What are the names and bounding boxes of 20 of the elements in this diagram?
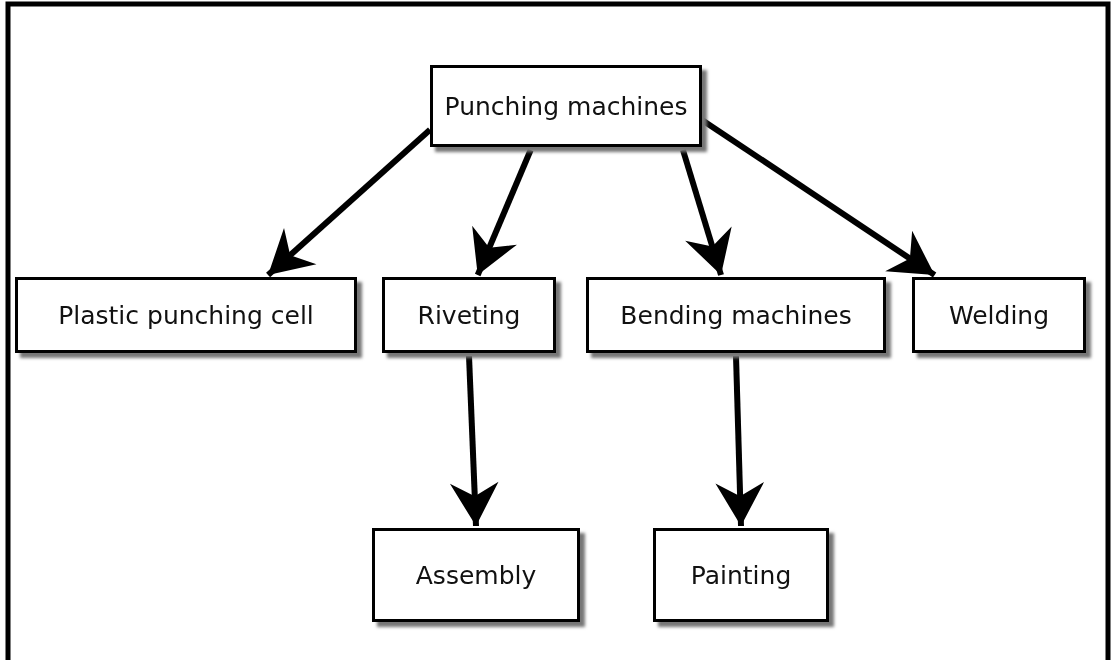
box-label: Punching machines [444,91,688,121]
process-box [382,277,556,353]
arrow [472,148,534,277]
box-label: Welding [948,300,1050,330]
box-label: Assembly [415,560,537,590]
process-box [15,277,357,353]
process-box [653,528,829,622]
process-box [372,528,580,622]
box-label: Painting [690,560,792,590]
process-box [586,277,886,353]
box-label: Plastic punching cell [58,300,314,330]
box-label: Bending machines [620,300,852,330]
process-box [430,65,702,147]
arrow [680,149,732,276]
process-box [912,277,1086,353]
arrow [266,127,432,278]
arrow [715,355,764,527]
arrow [449,355,499,527]
arrow [700,117,937,278]
box-label: Riveting [417,300,521,330]
